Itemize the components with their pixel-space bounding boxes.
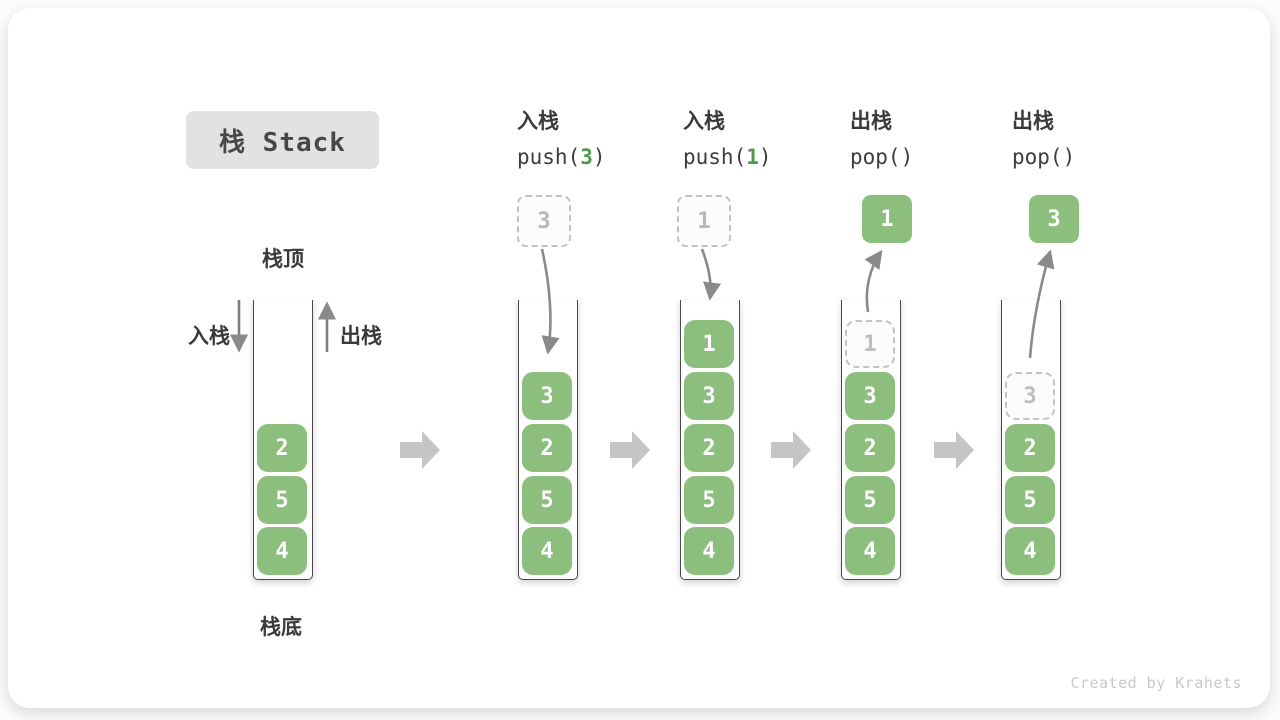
stack-cell-ghost: 3 xyxy=(1005,372,1055,420)
stack-cell-ghost: 1 xyxy=(845,320,895,368)
stack-top-label: 栈顶 xyxy=(262,248,304,271)
float-value-popped-3: 3 xyxy=(1029,195,1079,243)
stack-cell: 2 xyxy=(257,424,307,472)
stack-cell: 4 xyxy=(257,527,307,575)
stack-cell: 4 xyxy=(522,527,572,575)
op-code: push(1) xyxy=(683,143,772,171)
op-name: 入栈 xyxy=(683,110,725,133)
float-value-ghost-1: 1 xyxy=(677,195,731,247)
op-code: push(3) xyxy=(517,143,606,171)
push-direction-label: 入栈 xyxy=(188,325,230,348)
stack-cell: 1 xyxy=(684,320,734,368)
op-code-suf: ) xyxy=(1062,145,1076,169)
op-name: 入栈 xyxy=(517,110,559,133)
op-header-push-3: 入栈 push(3) xyxy=(517,108,606,171)
op-name: 出栈 xyxy=(850,110,892,133)
op-header-push-1: 入栈 push(1) xyxy=(683,108,772,171)
stack-cell: 4 xyxy=(684,527,734,575)
op-code-arg: 3 xyxy=(580,145,593,169)
op-code-suf: ) xyxy=(758,145,772,169)
stack-cell: 4 xyxy=(845,527,895,575)
push-1-curve-arrow-icon xyxy=(700,248,722,301)
stack-cell: 5 xyxy=(522,476,572,524)
op-header-pop-1: 出栈 pop() xyxy=(850,108,913,171)
stack-cell: 2 xyxy=(845,424,895,472)
diagram-title-label: 栈 Stack xyxy=(219,127,346,158)
stack-cell: 2 xyxy=(684,424,734,472)
stack-cell: 4 xyxy=(1005,527,1055,575)
stack-cell: 3 xyxy=(684,372,734,420)
op-code-pre: pop( xyxy=(850,145,901,169)
op-code: pop() xyxy=(1012,143,1075,171)
step-arrow-icon xyxy=(610,431,650,469)
op-code-pre: push( xyxy=(517,145,581,169)
stack-bottom-label: 栈底 xyxy=(260,616,302,639)
op-code-pre: pop( xyxy=(1012,145,1063,169)
step-arrow-icon xyxy=(771,431,811,469)
stack-cell: 5 xyxy=(257,476,307,524)
stack-cell: 3 xyxy=(845,372,895,420)
step-arrow-icon xyxy=(934,431,974,469)
stack-cell: 2 xyxy=(522,424,572,472)
stack-cell: 3 xyxy=(522,372,572,420)
stack-cell: 5 xyxy=(845,476,895,524)
op-code: pop() xyxy=(850,143,913,171)
stack-cell: 2 xyxy=(1005,424,1055,472)
op-code-suf: ) xyxy=(900,145,914,169)
op-code-arg: 1 xyxy=(746,145,759,169)
step-arrow-icon xyxy=(400,431,440,469)
op-name: 出栈 xyxy=(1012,110,1054,133)
op-header-pop-3: 出栈 pop() xyxy=(1012,108,1075,171)
watermark: Created by Krahets xyxy=(1070,674,1242,692)
op-code-pre: push( xyxy=(683,145,747,169)
diagram-title: 栈 Stack xyxy=(186,111,379,169)
stack-cell: 5 xyxy=(1005,476,1055,524)
stack-cell: 5 xyxy=(684,476,734,524)
op-code-suf: ) xyxy=(592,145,606,169)
float-value-popped-1: 1 xyxy=(862,195,912,243)
float-value-ghost-3: 3 xyxy=(517,195,571,247)
pop-direction-label: 出栈 xyxy=(340,325,382,348)
